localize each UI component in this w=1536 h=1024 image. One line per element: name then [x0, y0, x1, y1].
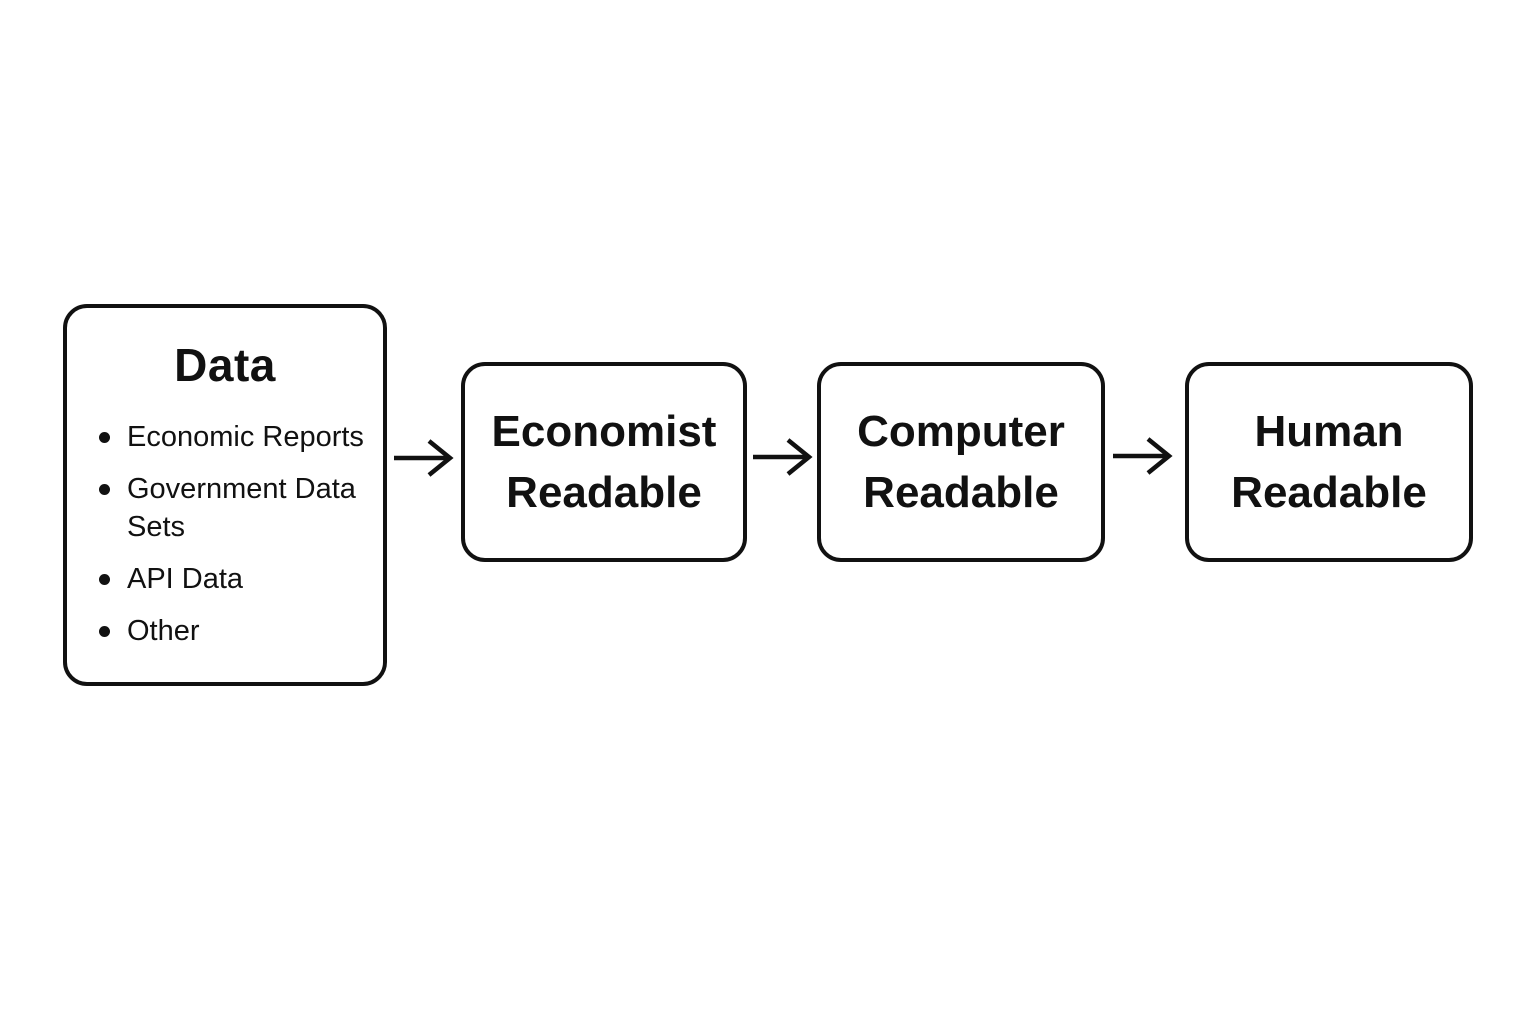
- list-item: Economic Reports: [97, 418, 367, 456]
- economist-readable-box: Economist Readable: [461, 362, 747, 562]
- data-source-box: Data Economic Reports Government Data Se…: [63, 304, 387, 686]
- stage-label: Computer Readable: [857, 407, 1065, 517]
- computer-readable-box: Computer Readable: [817, 362, 1105, 562]
- data-source-list: Economic Reports Government Data Sets AP…: [67, 418, 383, 650]
- stage-label: Human Readable: [1231, 407, 1427, 517]
- right-arrow-icon: [392, 436, 454, 480]
- right-arrow-icon: [1111, 434, 1173, 478]
- data-box-title: Data: [174, 339, 276, 391]
- list-item: API Data: [97, 560, 367, 598]
- list-item: Other: [97, 612, 367, 650]
- stage-label: Economist Readable: [491, 407, 717, 517]
- right-arrow-icon: [751, 435, 813, 479]
- human-readable-box: Human Readable: [1185, 362, 1473, 562]
- list-item: Government Data Sets: [97, 470, 367, 546]
